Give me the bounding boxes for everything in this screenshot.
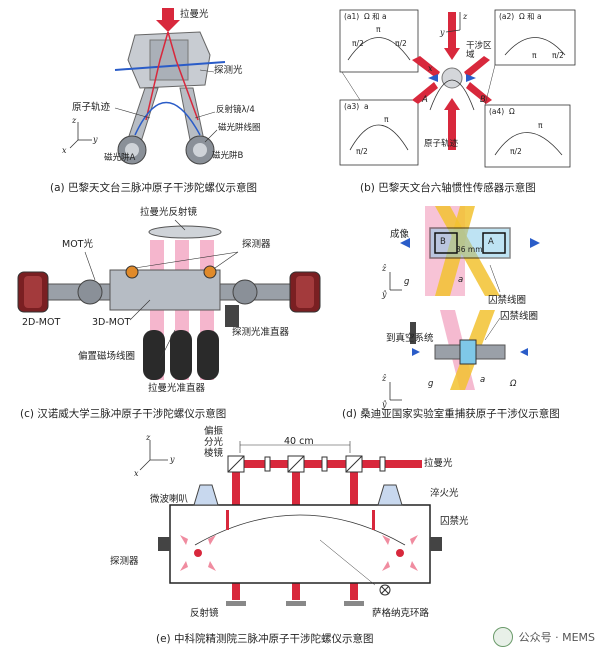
raman-label-e: 拉曼光 bbox=[424, 458, 453, 469]
point-a-label-d: A bbox=[488, 237, 494, 247]
caption-b: (b) 巴黎天文台六轴惯性传感器示意图 bbox=[360, 182, 536, 194]
gravity-label-d: g bbox=[404, 277, 410, 287]
panel-b-figure bbox=[339, 9, 576, 168]
bias-coil-label: 偏置磁场线圈 bbox=[78, 351, 136, 362]
panel-e: 偏振分光棱镜 40 cm 拉曼光 微波喇叭 淬火光 囚禁光 探测器 反射镜 萨格… bbox=[0, 425, 605, 653]
axis-z: z bbox=[72, 116, 77, 125]
axis-y-b: y bbox=[440, 28, 445, 37]
axis-x-e: x bbox=[134, 469, 139, 478]
subplot-a4-text: Ω bbox=[509, 107, 515, 116]
mot-light-label: MOT光 bbox=[62, 239, 93, 250]
pi2-label-4: π/2 bbox=[356, 147, 368, 156]
detector-label: 探测器 bbox=[242, 239, 271, 250]
caption-c: (c) 汉诺威大学三脉冲原子干涉陀螺仪示意图 bbox=[20, 408, 227, 420]
axis-x: x bbox=[62, 146, 67, 155]
pi-label-4: π bbox=[538, 121, 543, 130]
pi-label-2: π bbox=[532, 51, 537, 60]
subplot-a3-text: a bbox=[364, 102, 369, 111]
point-b-label-d: B bbox=[440, 237, 446, 247]
pbs-label: 偏振分光棱镜 bbox=[204, 426, 224, 459]
caption-a: (a) 巴黎天文台三脉冲原子干涉陀螺仪示意图 bbox=[50, 182, 257, 194]
panel-d-figure bbox=[389, 206, 540, 401]
watermark: 公众号 · MEMS bbox=[492, 627, 595, 647]
trap-coil-label: 囚禁线圈 bbox=[488, 295, 527, 306]
axis-z-d: ẑ bbox=[382, 264, 387, 273]
axis-y: y bbox=[93, 135, 98, 144]
axis-y-d: ŷ bbox=[382, 290, 387, 299]
subplot-a3-label: (a3) bbox=[344, 102, 360, 111]
panel-a: 拉曼光 探测光 原子轨迹 反射镜λ/4 磁光阱线圈 磁光阱A 磁光阱B z y … bbox=[0, 0, 300, 200]
raman-mirror-label: 拉曼光反射镜 bbox=[140, 207, 198, 218]
pi2-label-1: π/2 bbox=[352, 39, 364, 48]
omega-label-d: Ω bbox=[510, 379, 517, 389]
subplot-a2-text: Ω 和 a bbox=[519, 12, 542, 21]
caption-e: (e) 中科院精测院三脉冲原子干涉陀螺仪示意图 bbox=[156, 633, 374, 645]
accel-label-d: a bbox=[458, 275, 464, 285]
panel-e-figure bbox=[139, 440, 442, 606]
subplot-a1-label: (a1) bbox=[344, 12, 360, 21]
sagnac-loop-label: 萨格纳克环路 bbox=[372, 608, 430, 619]
probe-collimator-label: 探测光准直器 bbox=[232, 327, 290, 338]
point-a-label: A bbox=[422, 95, 428, 105]
axis-y-e: y bbox=[170, 455, 175, 464]
mot3d-label: 3D-MOT bbox=[92, 317, 131, 328]
caption-d: (d) 桑迪亚国家实验室重捕获原子干涉仪示意图 bbox=[342, 408, 560, 420]
imaging-label: 成像 bbox=[390, 229, 410, 240]
accel-label-d2: a bbox=[480, 375, 486, 385]
interference-region-label: 干涉区域 bbox=[466, 41, 492, 60]
trap-a-label: 磁光阱A bbox=[104, 153, 136, 163]
panel-d: 成像 B A 36 mm g a 囚禁线圈 囚禁线圈 到真空系统 g a Ω ẑ… bbox=[340, 200, 605, 425]
axis-z-e: z bbox=[146, 433, 151, 442]
trap-b-label: 磁光阱B bbox=[212, 151, 244, 161]
mirror-label: 反射镜λ/4 bbox=[216, 105, 255, 115]
panel-c: 拉曼光反射镜 MOT光 探测器 2D-MOT 3D-MOT 探测光准直器 偏置磁… bbox=[0, 200, 340, 425]
panel-a-figure bbox=[69, 8, 226, 165]
pi2-label-5: π/2 bbox=[510, 147, 522, 156]
panel-b: (a1) Ω 和 a (a2) Ω 和 a (a3) a (a4) Ω π/2 … bbox=[300, 0, 605, 200]
axis-z-d2: ẑ bbox=[382, 374, 387, 383]
subplot-a4-label: (a4) bbox=[489, 107, 505, 116]
detector-label-e: 探测器 bbox=[110, 556, 139, 567]
subplot-a2-label: (a2) bbox=[499, 12, 515, 21]
distance-label-d: 36 mm bbox=[456, 245, 483, 254]
pi-label-3: π bbox=[384, 115, 389, 124]
panel-c-figure bbox=[17, 219, 321, 380]
subplot-a1-text: Ω 和 a bbox=[364, 12, 387, 21]
mot2d-label: 2D-MOT bbox=[22, 317, 61, 328]
atom-trajectory-label: 原子轨迹 bbox=[72, 102, 111, 113]
microwave-horn-label: 微波喇叭 bbox=[150, 494, 189, 505]
wechat-icon bbox=[492, 627, 513, 647]
atom-trajectory-label-b: 原子轨迹 bbox=[424, 139, 459, 149]
point-b-label: B bbox=[480, 95, 486, 105]
quench-light-label: 淬火光 bbox=[430, 488, 459, 499]
pi-label-1: π bbox=[376, 25, 381, 34]
coil-label: 磁光阱线圈 bbox=[218, 123, 261, 133]
raman-collimator-label: 拉曼光准直器 bbox=[148, 383, 206, 394]
raman-label: 拉曼光 bbox=[180, 9, 209, 20]
trap-light-label: 囚禁光 bbox=[440, 516, 469, 527]
vacuum-label: 到真空系统 bbox=[386, 333, 434, 344]
gravity-label-d2: g bbox=[428, 379, 434, 389]
pi2-label-3: π/2 bbox=[552, 51, 564, 60]
axis-x-b: x bbox=[428, 64, 433, 73]
trap-coil-label-2: 囚禁线圈 bbox=[500, 311, 539, 322]
axis-y-d2: ŷ bbox=[382, 400, 387, 409]
probe-label: 探测光 bbox=[214, 65, 243, 76]
axis-z-b: z bbox=[463, 12, 468, 21]
watermark-text: 公众号 · MEMS bbox=[518, 631, 595, 644]
pi2-label-2: π/2 bbox=[395, 39, 407, 48]
distance-label-e: 40 cm bbox=[284, 436, 314, 447]
mirror-label-e: 反射镜 bbox=[190, 608, 219, 619]
